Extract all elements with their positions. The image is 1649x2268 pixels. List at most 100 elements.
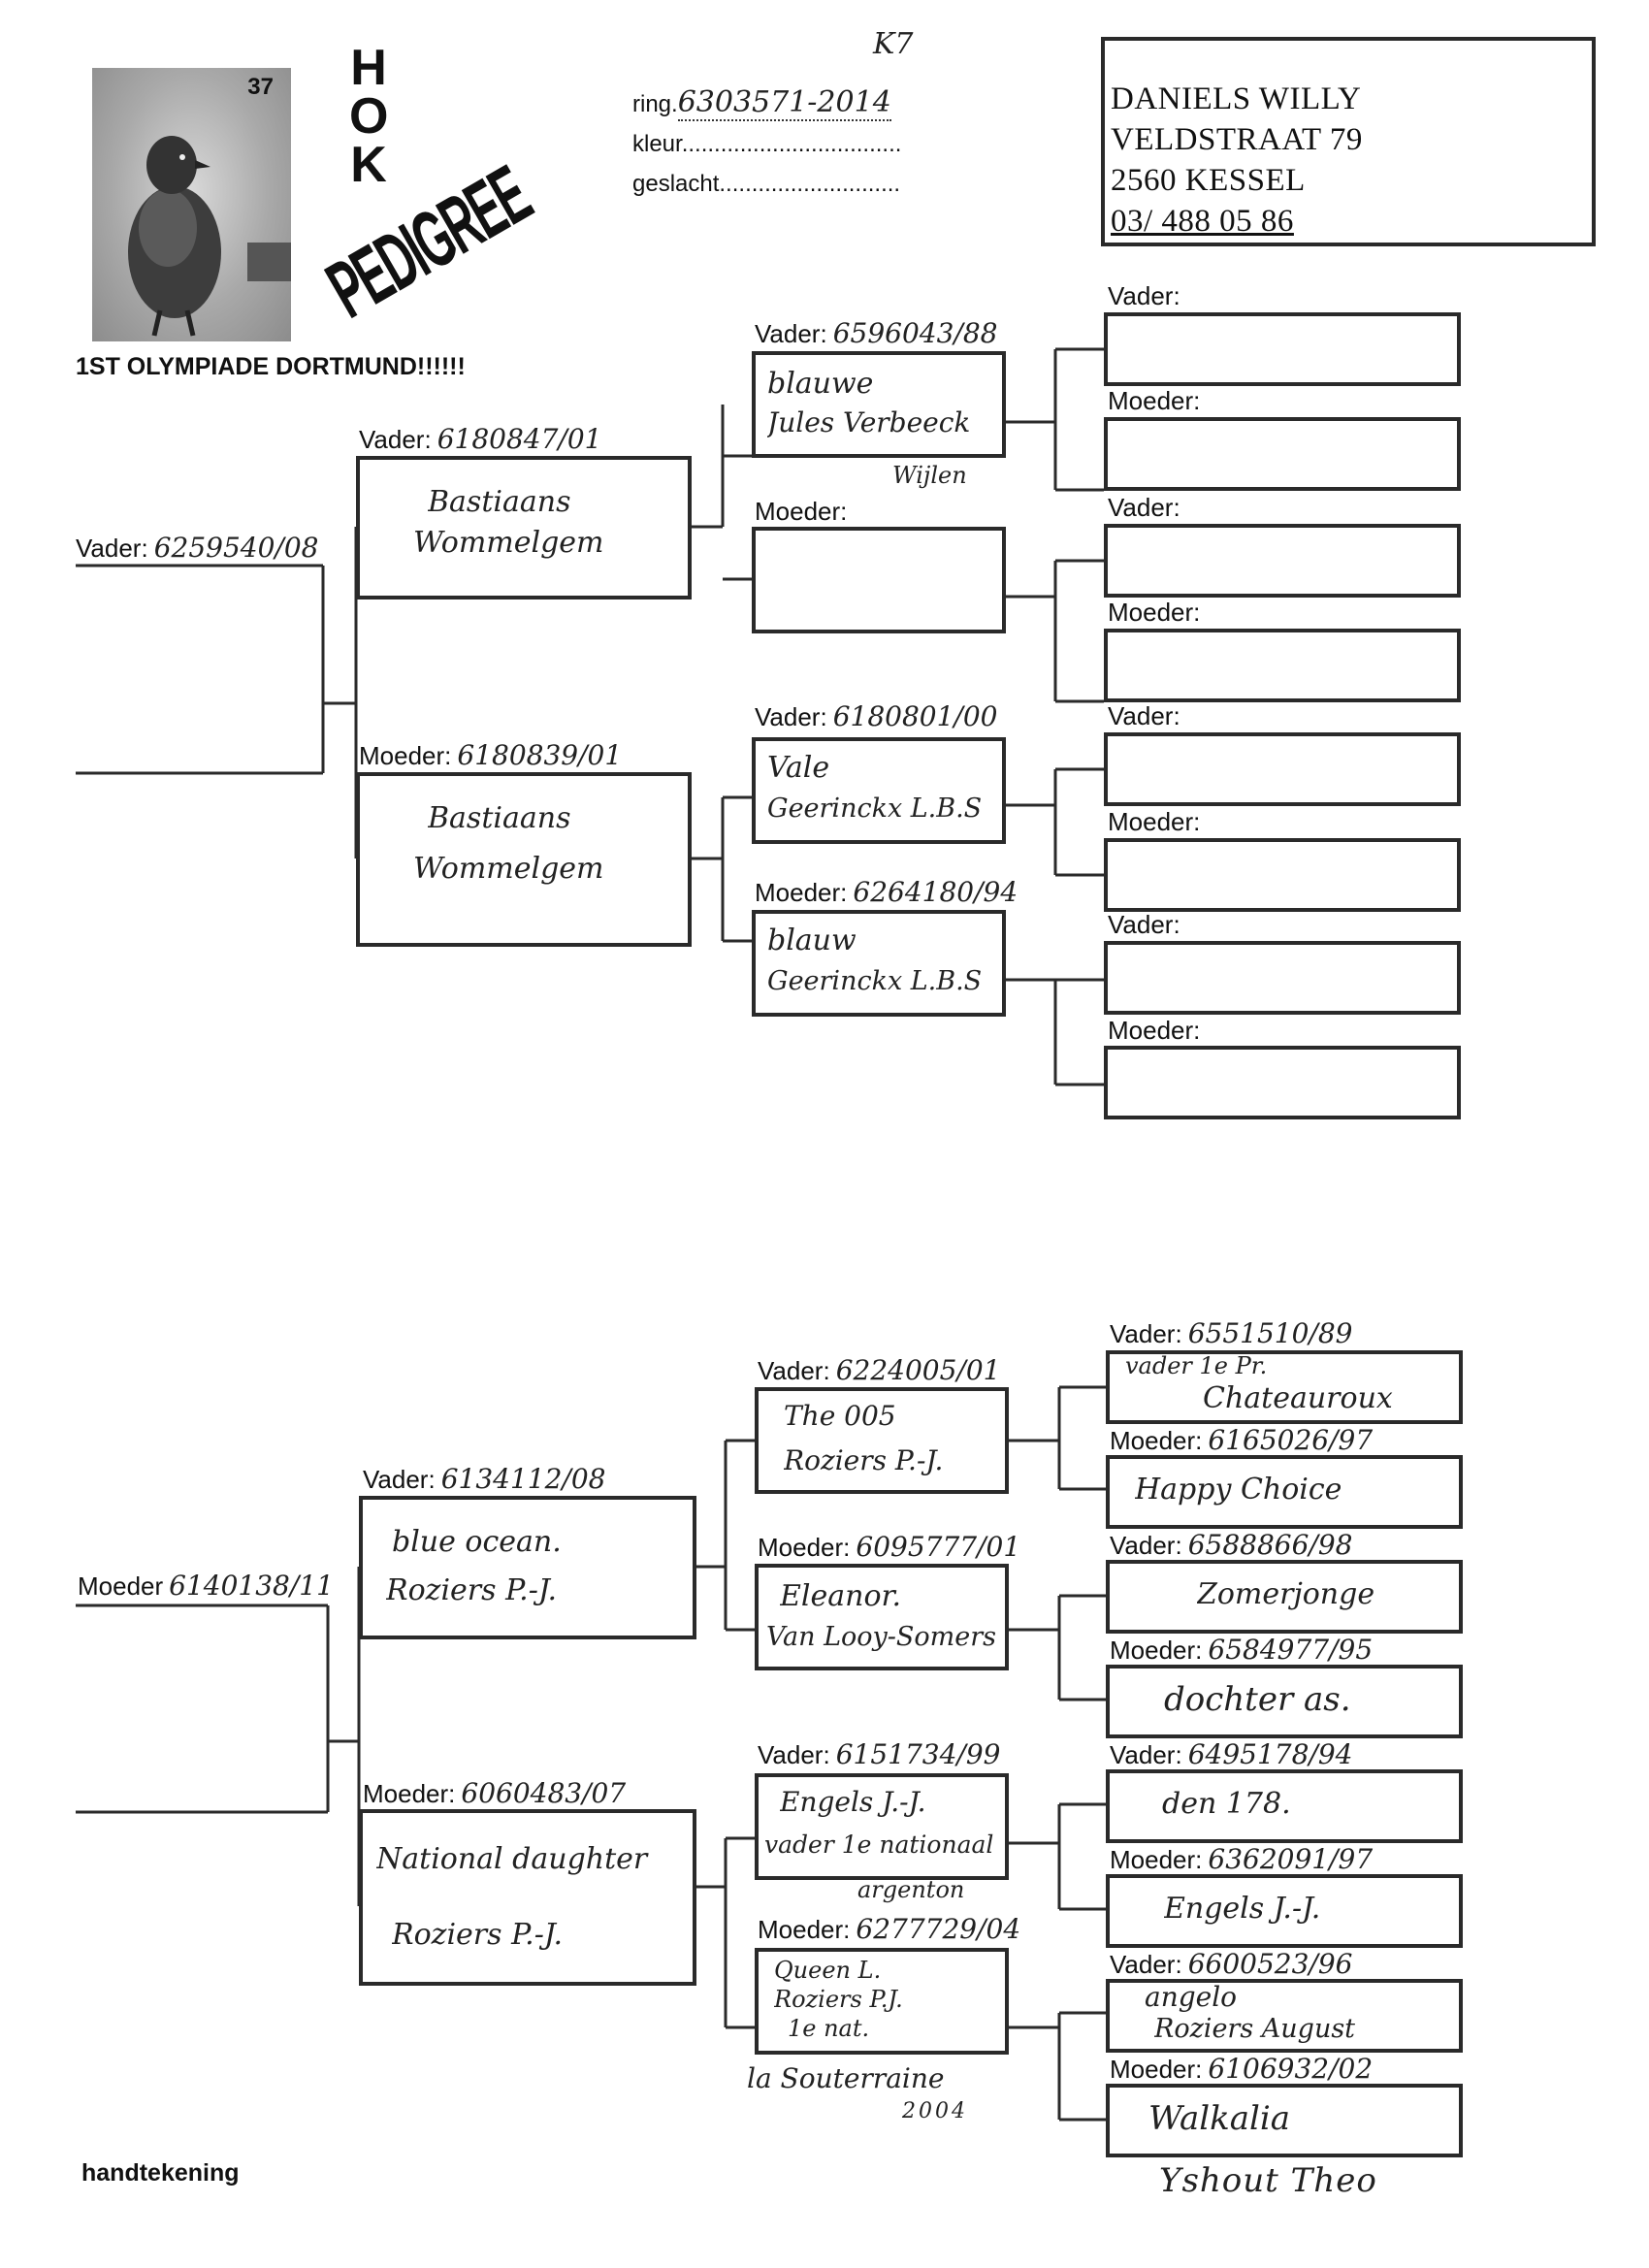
father-vv-box: blauwe Jules Verbeeck xyxy=(752,351,1006,458)
father-mm-ring: 6264180/94 xyxy=(853,876,1018,908)
father-ring: 6259540/08 xyxy=(153,532,319,564)
mother-mvm-label: Moeder:6362091/97 xyxy=(1110,1843,1374,1875)
father-label: Vader:6259540/08 xyxy=(76,532,319,564)
mother-mm-note2: 2004 xyxy=(902,2099,968,2123)
mother-mvv-ring: 6495178/94 xyxy=(1187,1738,1353,1770)
owner-address-box: DANIELS WILLY VELDSTRAAT 79 2560 KESSEL … xyxy=(1101,37,1596,246)
father-vv-line1: blauwe xyxy=(767,367,874,401)
father-vm-label: Moeder: xyxy=(755,497,848,526)
mother-mvv-line1: den 178. xyxy=(1162,1787,1291,1821)
father-moeder-label: Moeder:6180839/01 xyxy=(359,739,623,771)
mother-mvm-box: Engels J.-J. xyxy=(1106,1874,1463,1948)
mother-mm-label: Moeder:6277729/04 xyxy=(758,1913,1021,1945)
mother-vmv-line1: Zomerjonge xyxy=(1197,1577,1375,1611)
father-vv-line2: Jules Verbeeck xyxy=(767,406,971,438)
mother-vm-box: Eleanor. Van Looy-Somers xyxy=(755,1564,1009,1670)
father-vv-label: Vader:6596043/88 xyxy=(755,317,998,349)
mother-vvm-ring: 6165026/97 xyxy=(1208,1424,1374,1456)
father-moeder-line2: Wommelgem xyxy=(413,852,604,886)
father-vader-line1: Bastiaans xyxy=(428,485,571,519)
father-mm-box: blauw Geerinckx L.B.S xyxy=(752,910,1006,1017)
mother-mmm-box: Walkalia xyxy=(1106,2084,1463,2157)
pigeon-photo: 37 xyxy=(92,68,291,341)
mother-vm-line1: Eleanor. xyxy=(780,1579,902,1613)
mother-vm-ring: 6095777/01 xyxy=(856,1531,1021,1563)
father-mv-line1: Vale xyxy=(767,751,830,785)
father-mvm-box xyxy=(1104,838,1461,912)
mother-mmm-ring: 6106932/02 xyxy=(1208,2053,1374,2085)
mother-mm-box: Queen L. Roziers P.J. 1e nat. xyxy=(755,1948,1009,2055)
father-mv-line2: Geerinckx L.B.S xyxy=(767,794,983,824)
father-mv-label: Vader:6180801/00 xyxy=(755,700,998,732)
mother-mmv-line1: angelo xyxy=(1145,1981,1238,2013)
owner-city: 2560 KESSEL xyxy=(1111,163,1306,198)
mother-ring: 6140138/11 xyxy=(169,1570,334,1602)
father-mm-line1: blauw xyxy=(767,923,857,957)
mother-vv-label: Vader:6224005/01 xyxy=(758,1354,1001,1386)
mother-mvv-label: Vader:6495178/94 xyxy=(1110,1738,1353,1770)
mother-vader-box: blue ocean. Roziers P.-J. xyxy=(359,1496,696,1639)
mother-moeder-line1: National daughter xyxy=(376,1842,648,1876)
mother-mm-line3: 1e nat. xyxy=(788,2015,870,2042)
mother-vmv-label: Vader:6588866/98 xyxy=(1110,1529,1353,1561)
father-mvv-box xyxy=(1104,732,1461,806)
mother-vader-label: Vader:6134112/08 xyxy=(363,1463,606,1495)
father-vvm-box xyxy=(1104,417,1461,491)
mother-mv-label: Vader:6151734/99 xyxy=(758,1738,1001,1770)
mother-mmv-label: Vader:6600523/96 xyxy=(1110,1948,1353,1980)
father-mvm-label: Moeder: xyxy=(1108,807,1201,836)
mother-mm-note1: la Souterraine xyxy=(747,2062,945,2094)
mother-vvv-line2: Chateauroux xyxy=(1203,1381,1393,1415)
hok-text: HOK xyxy=(349,40,389,193)
father-mm-line2: Geerinckx L.B.S xyxy=(767,966,983,996)
mother-vader-line2: Roziers P.-J. xyxy=(386,1573,558,1607)
father-vmm-label: Moeder: xyxy=(1108,598,1201,627)
mother-mmv-ring: 6600523/96 xyxy=(1187,1948,1353,1980)
father-vvv-label: Vader: xyxy=(1108,281,1180,310)
mother-mmv-box: angelo Roziers August xyxy=(1106,1979,1463,2053)
photo-number: 37 xyxy=(247,74,274,100)
father-vmm-box xyxy=(1104,629,1461,702)
pigeon-image xyxy=(128,136,291,337)
father-mv-box: Vale Geerinckx L.B.S xyxy=(752,737,1006,844)
mother-vader-ring: 6134112/08 xyxy=(440,1463,606,1495)
mother-vvm-line1: Happy Choice xyxy=(1135,1473,1342,1507)
mother-vvv-box: vader 1e Pr. Chateauroux xyxy=(1106,1350,1463,1424)
corner-note: K7 xyxy=(873,27,914,61)
owner-street: VELDSTRAAT 79 xyxy=(1111,122,1363,157)
mother-mv-note: argenton xyxy=(857,1876,965,1903)
mother-vader-line1: blue ocean. xyxy=(392,1525,562,1559)
mother-mv-line2: vader 1e nationaal xyxy=(764,1831,994,1859)
mother-mmm-label: Moeder:6106932/02 xyxy=(1110,2053,1374,2085)
mother-vm-line2: Van Looy-Somers xyxy=(766,1622,997,1652)
mother-vv-line1: The 005 xyxy=(784,1400,896,1432)
father-vader-box: Bastiaans Wommelgem xyxy=(356,456,692,599)
father-mvv-label: Vader: xyxy=(1108,701,1180,730)
father-vv-ring: 6596043/88 xyxy=(832,317,998,349)
mother-vvv-line1: vader 1e Pr. xyxy=(1125,1352,1268,1379)
father-moeder-line1: Bastiaans xyxy=(428,801,571,835)
mother-vvv-label: Vader:6551510/89 xyxy=(1110,1317,1353,1349)
father-vader-label: Vader:6180847/01 xyxy=(359,423,602,455)
ring-value: 6303571-2014 xyxy=(677,85,891,121)
mother-mvv-box: den 178. xyxy=(1106,1769,1463,1843)
father-vader-line2: Wommelgem xyxy=(413,526,604,560)
mother-mmv-line2: Roziers August xyxy=(1154,2014,1356,2044)
mother-moeder-line2: Roziers P.-J. xyxy=(392,1918,564,1952)
mother-vv-ring: 6224005/01 xyxy=(835,1354,1001,1386)
father-mmm-box xyxy=(1104,1046,1461,1119)
father-vm-box xyxy=(752,527,1006,633)
mother-mmm-line1: Walkalia xyxy=(1148,2099,1291,2138)
owner-phone: 03/ 488 05 86 xyxy=(1111,204,1294,239)
mother-vmm-box: dochter as. xyxy=(1106,1665,1463,1738)
father-mmv-label: Vader: xyxy=(1108,910,1180,939)
mother-mvm-line1: Engels J.-J. xyxy=(1164,1892,1321,1926)
kleur-field: kleur.................................. xyxy=(632,131,902,157)
mother-mv-line1: Engels J.-J. xyxy=(780,1786,926,1818)
father-vader-ring: 6180847/01 xyxy=(436,423,602,455)
owner-name: DANIELS WILLY xyxy=(1111,81,1362,116)
ring-field: ring.6303571-2014 xyxy=(632,85,891,121)
mother-vmm-line1: dochter as. xyxy=(1164,1680,1351,1719)
mother-vm-label: Moeder:6095777/01 xyxy=(758,1531,1021,1563)
